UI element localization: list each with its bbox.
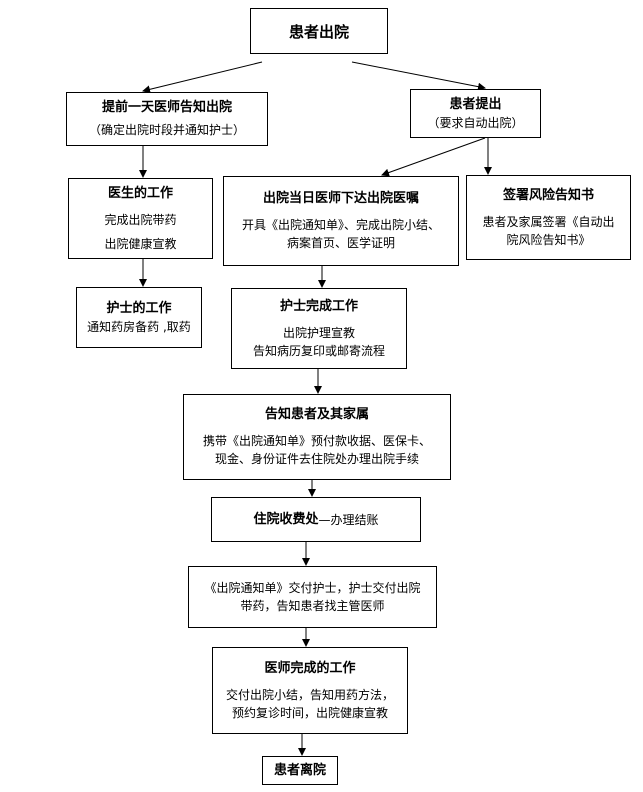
- node-discharge-order: 出院当日医师下达出院医嘱 开具《出院通知单》、完成出院小结、 病案首页、医学证明: [223, 176, 459, 266]
- node-request: 患者提出 （要求自动出院）: [410, 89, 541, 138]
- node-nurse-work-title: 护士的工作: [106, 300, 172, 316]
- node-nurse-complete-line2: 告知病历复印或邮寄流程: [252, 343, 385, 358]
- node-request-title: 患者提出: [449, 96, 502, 112]
- node-handover: 《出院通知单》交付护士，护士交付出院 带药，告知患者找主管医师: [188, 566, 437, 628]
- node-notice-title: 提前一天医师告知出院: [101, 100, 232, 115]
- node-risk-form: 签署风险告知书 患者及家属签署《自动出 院风险告知书》: [466, 175, 631, 260]
- node-nurse-complete-line1: 出院护理宣教: [282, 325, 355, 340]
- arrow-start-to-request: [351, 61, 486, 91]
- node-doctor-complete: 医师完成的工作 交付出院小结，告知用药方法， 预约复诊时间，出院健康宣教: [212, 647, 408, 734]
- node-billing: 住院收费处 —办理结账: [211, 497, 421, 542]
- node-risk-form-line2: 院风险告知书》: [506, 232, 591, 247]
- node-leave: 患者离院: [262, 756, 338, 785]
- node-discharge-order-title: 出院当日医师下达出院医嘱: [262, 191, 419, 206]
- node-nurse-work: 护士的工作 通知药房备药 ,取药: [76, 287, 202, 348]
- node-leave-title: 患者离院: [273, 762, 326, 778]
- node-handover-line1: 《出院通知单》交付护士，护士交付出院: [204, 581, 421, 595]
- node-billing-title: 住院收费处: [253, 511, 319, 527]
- node-doctor-work: 医生的工作 完成出院带药 出院健康宣教: [68, 178, 213, 259]
- node-doctor-work-line1: 完成出院带药: [104, 212, 177, 227]
- node-doctor-work-title: 医生的工作: [107, 185, 173, 201]
- node-risk-form-line1: 患者及家属签署《自动出: [482, 214, 615, 229]
- node-doctor-complete-title: 医师完成的工作: [264, 660, 356, 676]
- node-start-title: 患者出院: [288, 22, 349, 41]
- node-inform-family-line1: 携带《出院通知单》预付款收据、医保卡、: [202, 434, 431, 448]
- node-doctor-complete-line2: 预约复诊时间，出院健康宣教: [231, 705, 388, 720]
- arrow-request-to-discharge-order: [381, 137, 486, 177]
- node-notice: 提前一天医师告知出院 （确定出院时段并通知护士）: [66, 92, 268, 146]
- node-doctor-complete-line1: 交付出院小结，告知用药方法，: [225, 687, 394, 702]
- node-inform-family-title: 告知患者及其家属: [264, 407, 369, 422]
- node-start: 患者出院: [250, 8, 388, 54]
- node-handover-line2: 带药，告知患者找主管医师: [240, 599, 385, 613]
- node-risk-form-title: 签署风险告知书: [502, 187, 594, 203]
- node-inform-family: 告知患者及其家属 携带《出院通知单》预付款收据、医保卡、 现金、身份证件去住院处…: [183, 394, 451, 480]
- node-nurse-complete: 护士完成工作 出院护理宣教 告知病历复印或邮寄流程: [231, 288, 407, 369]
- node-nurse-work-body: 通知药房备药 ,取药: [87, 319, 191, 334]
- node-notice-body: （确定出院时段并通知护士）: [88, 123, 245, 137]
- node-nurse-complete-title: 护士完成工作: [279, 298, 358, 314]
- node-discharge-order-line1: 开具《出院通知单》、完成出院小结、: [241, 218, 440, 232]
- node-discharge-order-line2: 病案首页、医学证明: [286, 236, 395, 250]
- node-billing-suffix: —办理结账: [318, 512, 379, 527]
- arrow-start-to-notice: [142, 61, 263, 94]
- node-doctor-work-line2: 出院健康宣教: [104, 236, 177, 251]
- node-inform-family-line2: 现金、身份证件去住院处办理出院手续: [214, 452, 419, 466]
- node-request-body: （要求自动出院）: [427, 115, 524, 130]
